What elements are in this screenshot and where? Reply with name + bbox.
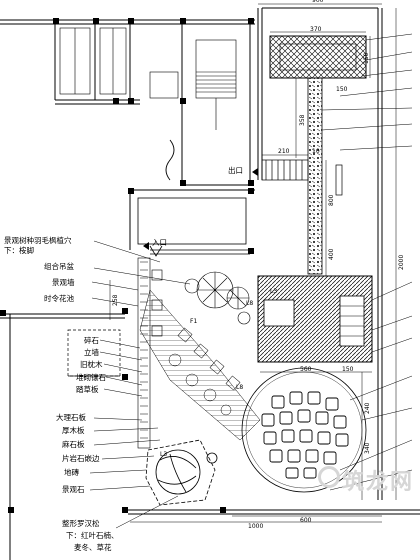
stairwell <box>149 39 237 181</box>
diagonal-paving <box>139 289 261 441</box>
dim-walk-length: 358 <box>299 114 306 126</box>
window-frames <box>59 27 127 95</box>
annotation-flagstone-edge: 片岩石嵌边 <box>62 454 100 463</box>
dim-left-258: 258 <box>112 294 119 306</box>
annotation-paving-stone: 地磚 <box>64 468 79 477</box>
label-entrance: 入口 <box>152 238 167 247</box>
dim-mid-560: 560 <box>300 366 312 373</box>
courtyard-boundary <box>257 7 383 500</box>
leader-lines-left <box>89 240 191 529</box>
annotation-marble-slab: 大理石板 <box>56 413 86 422</box>
label-exit: 出口 <box>228 166 243 175</box>
watermark-text: 筑龙网 <box>342 470 415 495</box>
marker-l8-b: L8 <box>236 384 244 391</box>
dim-step-10: 10 <box>312 148 320 155</box>
annotation-fine-stone: 麻石板 <box>62 440 85 449</box>
marker-l3: L3 <box>270 288 278 295</box>
annotation-combo-planter: 组合吊盆 <box>44 262 74 271</box>
dim-bottom-600: 600 <box>300 517 312 524</box>
annotation-stone-tile: 碎石 <box>84 336 99 345</box>
dim-right-240: 240 <box>364 402 371 414</box>
annotation-landscape-wall: 景观墙 <box>52 278 75 287</box>
annotation-vertical-wall: 立墙 <box>84 348 99 357</box>
watermark-logo <box>318 466 340 488</box>
annotation-old-timber: 旧枕木 <box>80 360 103 369</box>
dim-wall-800: 800 <box>328 194 335 206</box>
building-walls <box>0 19 420 560</box>
planter-bed-small <box>145 439 218 506</box>
left-planter-column <box>137 257 163 449</box>
entrance-block <box>137 197 250 257</box>
annotation-seasonal-flowers: 时令花池 <box>44 294 74 303</box>
dim-wall-400: 400 <box>328 248 335 260</box>
annotation-landscape-rock: 景观石 <box>62 485 85 494</box>
left-room <box>67 329 121 377</box>
hatched-terrace <box>257 275 373 363</box>
central-planting <box>184 271 251 325</box>
annotation-planter-note-sub: 下：红叶石楠、 <box>66 531 119 540</box>
dim-right-340: 340 <box>364 442 371 454</box>
gravel-walk <box>307 77 323 275</box>
annotation-planter-note: 整形罗汉松 <box>62 519 100 528</box>
annotation-step-stone: 堆砌镶石 <box>76 373 106 382</box>
dimension-lines <box>109 3 397 523</box>
dim-top-total: 900 <box>312 0 324 4</box>
dim-mid-150: 150 <box>342 366 354 373</box>
entrance-arrow <box>143 168 258 250</box>
marker-f1: F1 <box>190 318 198 325</box>
structural-columns <box>0 18 254 513</box>
annotation-turf-board: 踏草板 <box>76 385 99 394</box>
leader-lines <box>321 33 413 491</box>
annotation-plant-pit: 景观树种羽毛枫植穴 <box>4 236 72 245</box>
pergola <box>269 35 367 79</box>
dim-pergola-width: 370 <box>310 26 322 33</box>
marker-l8: L8 <box>246 300 254 307</box>
exit-steps <box>261 159 343 196</box>
dim-right-2000: 2000 <box>398 254 405 270</box>
marker-l3-b: L3 <box>160 451 168 458</box>
dim-step-210: 210 <box>278 148 290 155</box>
annotation-planter-note-sub2: 麦冬、草花 <box>74 543 112 552</box>
dim-pergola-side: 150 <box>363 52 370 64</box>
dim-pergola-right: 150 <box>336 86 348 93</box>
annotation-plant-pit-sub: 下：桉脚 <box>4 246 34 255</box>
dim-bottom-total: 1000 <box>248 523 264 530</box>
annotation-thick-wood: 厚木板 <box>62 426 85 435</box>
